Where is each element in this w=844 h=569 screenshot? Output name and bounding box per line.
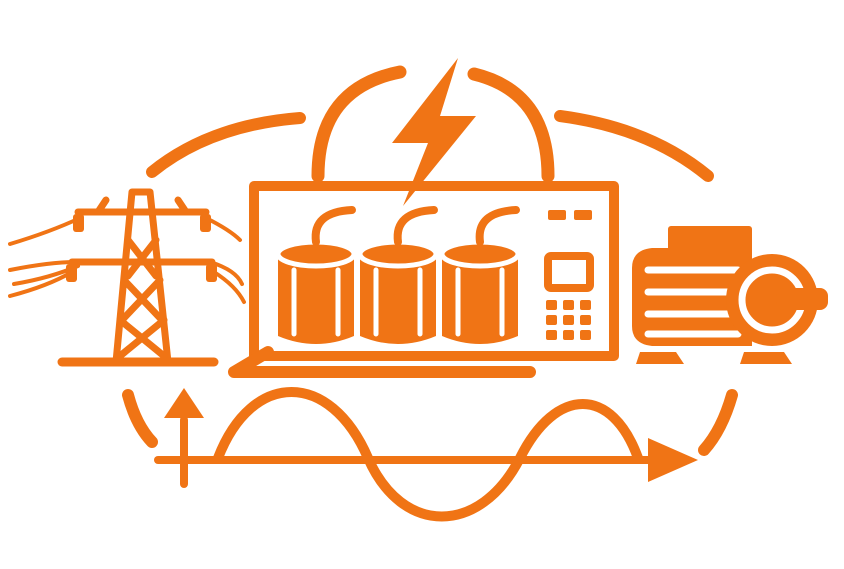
keypad-key <box>580 315 591 325</box>
power-lines-left <box>8 216 82 298</box>
insulator <box>73 214 84 232</box>
capacitor-bank-icon <box>228 181 619 378</box>
capacitor <box>439 206 521 344</box>
electric-motor-icon <box>632 226 828 364</box>
capacitor-band <box>373 267 423 337</box>
capacitor-lead <box>475 206 520 246</box>
capacitor-lead <box>311 206 356 246</box>
capacitor <box>275 206 357 344</box>
keypad-key <box>563 330 574 340</box>
keypad-key <box>546 330 557 340</box>
capacitor-lead <box>393 206 438 246</box>
capacitor-band <box>291 267 341 337</box>
insulator <box>206 264 217 282</box>
keypad-key <box>563 315 574 325</box>
tower-bracing <box>116 236 168 360</box>
keypad-key <box>546 300 557 310</box>
insulators <box>66 214 217 282</box>
arc-ring-upper-right <box>554 110 714 182</box>
motor-terminal-box <box>668 226 752 252</box>
cabinet-frame <box>249 181 619 361</box>
up-arrow <box>164 388 204 418</box>
motor-fins <box>644 266 742 338</box>
tower-crossarms <box>68 196 216 266</box>
panel-indicator <box>574 210 592 220</box>
capacitor-body <box>278 256 354 344</box>
cabinet-tray <box>228 346 536 378</box>
arc-ring-lower-left <box>122 389 158 448</box>
top-arch <box>311 65 555 183</box>
capacitor-body <box>442 256 518 344</box>
capacitor-band <box>455 267 505 337</box>
capacitor-body <box>360 256 436 344</box>
arc-ring <box>122 110 738 456</box>
motor-feet <box>636 352 792 364</box>
motor-shaft <box>776 288 828 310</box>
sine-wave-group <box>154 387 698 522</box>
panel-indicator <box>548 210 566 220</box>
arc-ring-upper-left <box>146 112 306 178</box>
insulator <box>66 264 77 282</box>
keypad-key <box>580 300 591 310</box>
keypad-key <box>546 315 557 325</box>
control-panel-icon <box>544 210 594 340</box>
insulator <box>200 214 211 232</box>
sine-wave <box>213 387 643 522</box>
keypad-key <box>563 300 574 310</box>
keypad-key <box>580 330 591 340</box>
capacitor <box>357 206 439 344</box>
panel-keypad <box>546 300 591 340</box>
arc-ring-lower-right <box>698 389 738 456</box>
capacitors <box>275 206 521 344</box>
lightning-bolt-icon <box>392 58 476 206</box>
panel-display <box>544 252 594 292</box>
transmission-tower-icon <box>8 188 246 367</box>
right-arrow <box>648 438 698 482</box>
